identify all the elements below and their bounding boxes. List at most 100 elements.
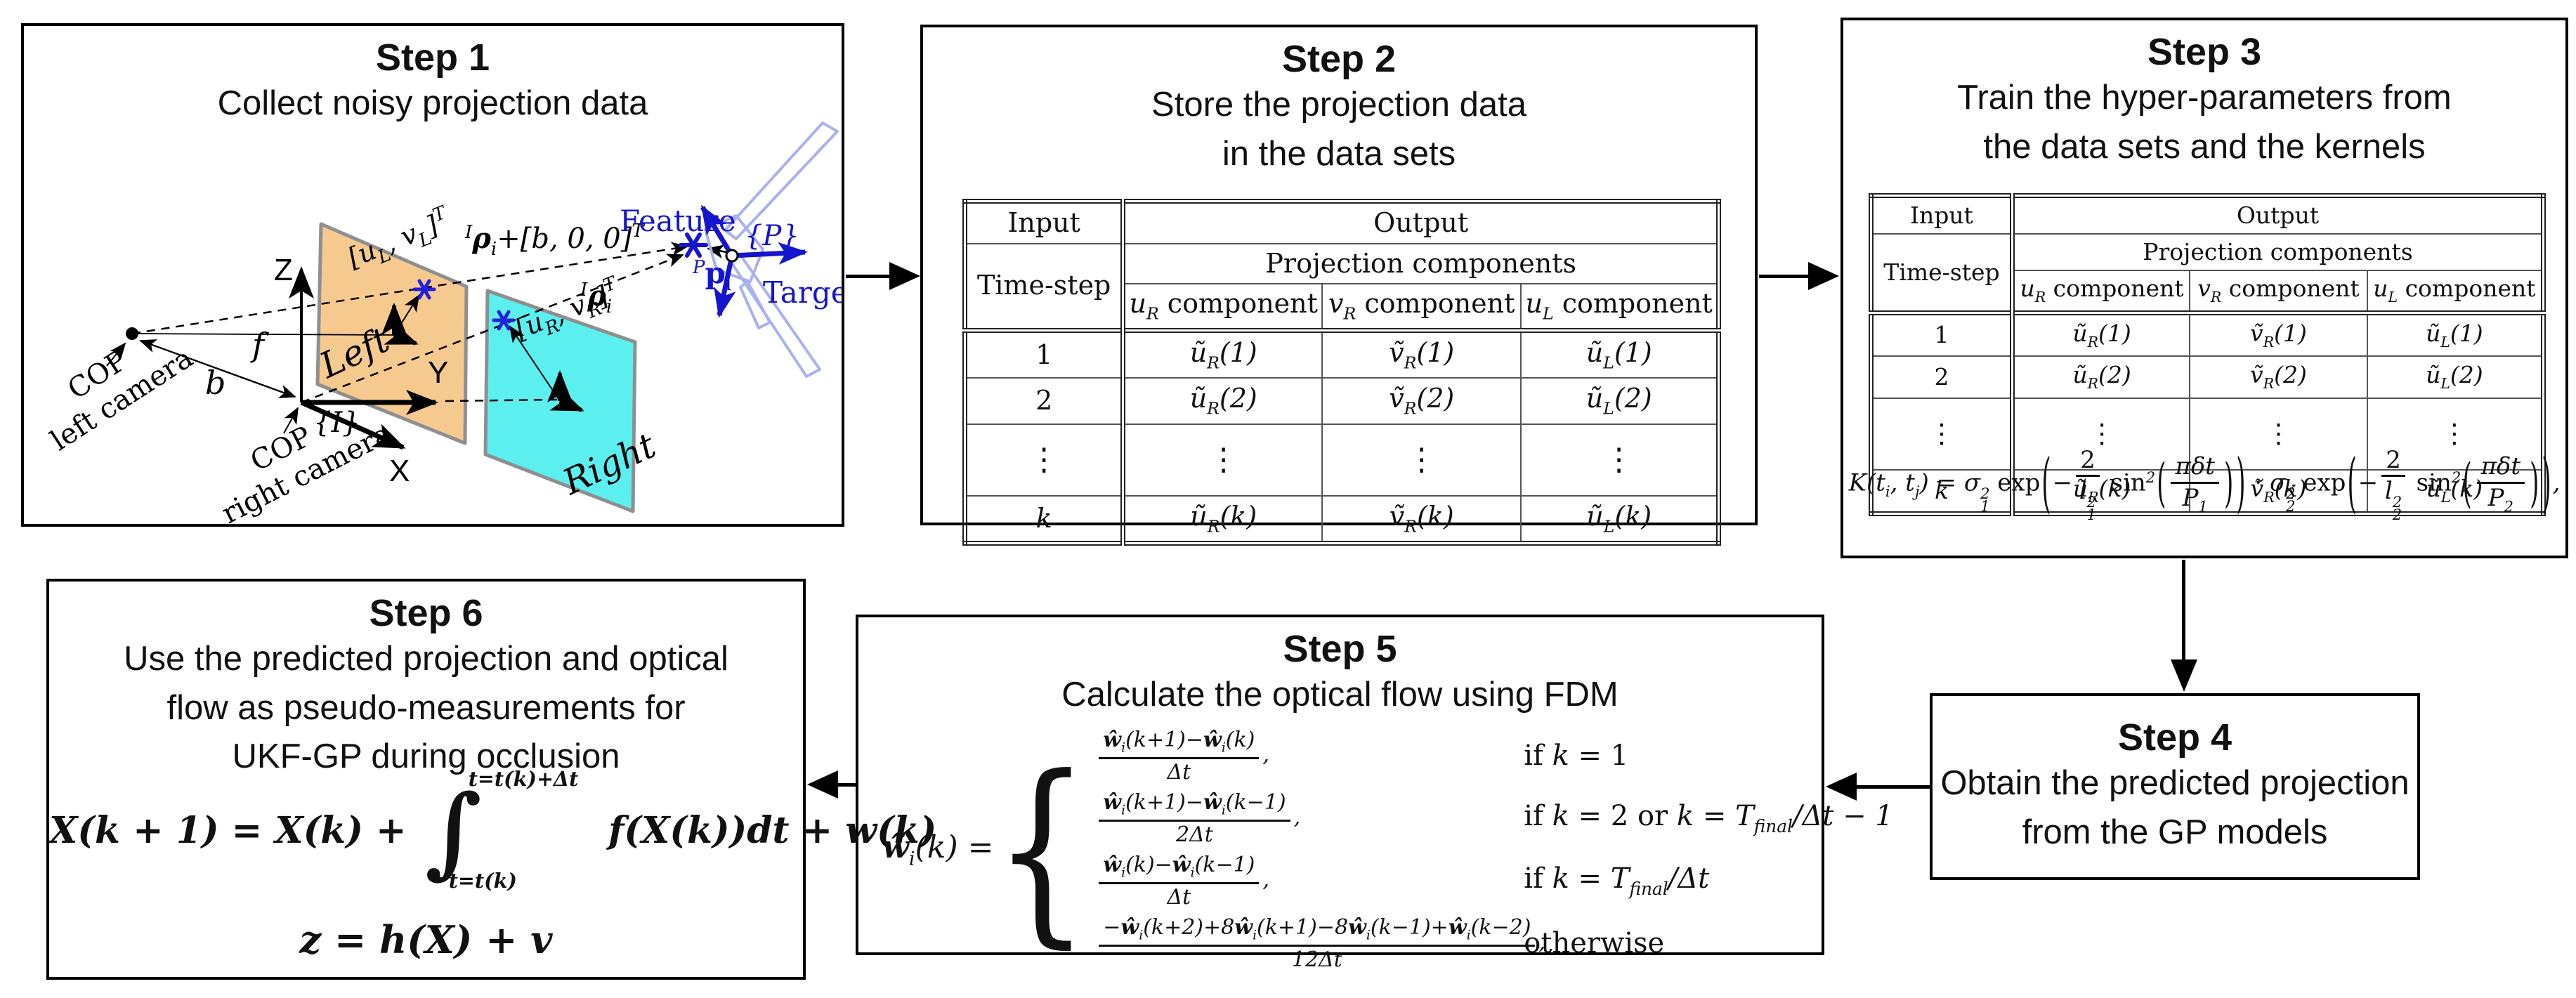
cop-left-camera-label: COP left camera bbox=[45, 342, 199, 457]
table-cell-timestep: k bbox=[1870, 468, 2015, 515]
table-header-component: vR component bbox=[2189, 269, 2368, 314]
table-header-component: vR component bbox=[1321, 283, 1522, 331]
step5-box: Step 5 Calculate the optical flow using … bbox=[856, 615, 1893, 971]
table-cell: ṽR(1) bbox=[1321, 327, 1522, 379]
table-cell: ũR(1) bbox=[1122, 327, 1323, 379]
step3-subtitle-line1: Train the hyper-parameters from bbox=[1957, 79, 2452, 117]
table-cell-timestep: 2 bbox=[964, 377, 1126, 425]
step2-subtitle-line1: Store the projection data bbox=[1151, 86, 1526, 124]
step1-subtitle: Collect noisy projection data bbox=[217, 84, 648, 122]
focal-line bbox=[131, 333, 395, 336]
table-cell: ũL(2) bbox=[1520, 377, 1720, 425]
table-cell: ũR(2) bbox=[2011, 355, 2191, 399]
target-frame-axes bbox=[700, 204, 808, 318]
table-cell-timestep: ⋮ bbox=[1870, 397, 2015, 471]
table-cell: ⋮ bbox=[2366, 397, 2544, 471]
table-header-output: Output bbox=[2011, 195, 2544, 235]
step3-box: Step 3 Train the hyper-parameters from t… bbox=[1841, 18, 2568, 558]
table-cell-timestep: ⋮ bbox=[964, 423, 1126, 497]
table-cell: ũL(1) bbox=[1520, 327, 1720, 379]
table-cell: ṽR(2) bbox=[1321, 377, 1522, 425]
table-cell: ⋮ bbox=[1520, 423, 1720, 497]
x-axis-label: X bbox=[389, 454, 410, 488]
baseline-arrow bbox=[139, 339, 296, 398]
table-cell: ũL(k) bbox=[1520, 494, 1720, 544]
cases-brace: { bbox=[993, 733, 1090, 966]
baseline-label: b bbox=[205, 364, 225, 402]
table-header-input: Input bbox=[964, 200, 1126, 244]
cop-right-camera-label: COP right camera bbox=[217, 418, 396, 524]
feature-vector-label: Ppi bbox=[692, 256, 731, 295]
target-aircraft-wireframe bbox=[704, 122, 839, 378]
optical-flow-equation: ŵ̇i(k) = {ŵi(k+1)−ŵi(k)Δt,if k = 1 ŵi(k+1… bbox=[882, 728, 1893, 971]
table-row: ⋮⋮⋮⋮ bbox=[964, 423, 1720, 497]
feature-label: Feature bbox=[620, 204, 736, 238]
table-header-timestep: Time-step bbox=[964, 242, 1126, 331]
step4-title: Step 4 bbox=[2117, 716, 2232, 759]
table-header-component: uR component bbox=[2011, 269, 2191, 314]
step4-subtitle-line1: Obtain the predicted projection bbox=[1940, 764, 2410, 802]
step6-subtitle-line1: Use the predicted projection and optical bbox=[124, 640, 728, 678]
table-cell: ⋮ bbox=[2189, 397, 2368, 471]
table-header-projection: Projection components bbox=[2011, 232, 2544, 271]
table-cell: ũL(2) bbox=[2366, 355, 2544, 399]
table-cell: ṽR(2) bbox=[2189, 355, 2368, 399]
stereo-camera-diagram: Z Y X {I} f b COP left camera COP right … bbox=[45, 122, 842, 524]
case-row: ŵi(k)−ŵi(k−1)Δt,if k = Tfinal/Δt bbox=[1095, 853, 1893, 909]
step3-subtitle-line2: the data sets and the kernels bbox=[1983, 127, 2426, 166]
step6-box: Step 6 Use the predicted projection and … bbox=[46, 579, 937, 980]
table-cell: ṽR(1) bbox=[2189, 310, 2368, 357]
case-row: ŵi(k+1)−ŵi(k)Δt,if k = 1 bbox=[1095, 728, 1893, 784]
inertial-frame-label: {I} bbox=[313, 407, 360, 439]
target-label: Target bbox=[763, 275, 842, 310]
target-frame-origin bbox=[725, 249, 739, 263]
step2-box: Step 2 Store the projection data in the … bbox=[920, 25, 1758, 546]
step2-title: Step 2 bbox=[1281, 38, 1397, 80]
table-cell-timestep: 2 bbox=[1870, 355, 2015, 399]
step4-box: Step 4 Obtain the predicted projection f… bbox=[1930, 693, 2420, 880]
table-cell-timestep: 1 bbox=[1870, 310, 2015, 357]
table-cell-timestep: k bbox=[964, 494, 1126, 544]
target-frame-label: {P} bbox=[745, 220, 799, 252]
focal-length-label: f bbox=[250, 326, 269, 364]
cop-right-pointer bbox=[283, 407, 299, 434]
table-cell: ⋮ bbox=[1122, 423, 1323, 497]
case-row: ŵi(k+1)−ŵi(k−1)2Δt,if k = 2 or k = Tfina… bbox=[1095, 791, 1893, 846]
table-header-component: uR component bbox=[1122, 283, 1323, 331]
table-cell: ũR(k) bbox=[1122, 494, 1323, 544]
right-projection-asterisk bbox=[492, 310, 516, 331]
table-row: ⋮⋮⋮⋮ bbox=[1870, 397, 2544, 471]
step6-title: Step 6 bbox=[369, 592, 483, 634]
case-row: −ŵi(k+2)+8ŵi(k+1)−8ŵi(k−1)+ŵi(k−2)12Δt,o… bbox=[1095, 916, 1893, 971]
step6-subtitle-line2: flow as pseudo-measurements for bbox=[166, 688, 686, 727]
measurement-equation: z = h(X) + v bbox=[299, 917, 553, 962]
table-cell: ũL(1) bbox=[2366, 310, 2544, 357]
table-cell: ũR(1) bbox=[2011, 310, 2191, 357]
left-ray-label: Iρi+[b, 0, 0]T bbox=[464, 221, 645, 260]
table-header-input: Input bbox=[1870, 195, 2015, 235]
left-plane-frame bbox=[381, 294, 420, 346]
table-cell: ũR(k) bbox=[2011, 468, 2191, 515]
step1-box: Z Y X {I} f b COP left camera COP right … bbox=[21, 23, 844, 527]
optical-flow-lhs: ŵ̇i(k) = bbox=[882, 829, 994, 870]
step2-subtitle-line2: in the data sets bbox=[1222, 134, 1456, 173]
table-header-component: uL component bbox=[1520, 283, 1720, 331]
table-cell: ṽR(k) bbox=[1321, 494, 1522, 544]
step5-title: Step 5 bbox=[1283, 628, 1397, 670]
feature-asterisk bbox=[679, 232, 708, 258]
table-cell: ũR(2) bbox=[1122, 377, 1323, 425]
table-cell: ṽR(k) bbox=[2189, 468, 2368, 515]
table-cell: ⋮ bbox=[2011, 397, 2191, 471]
y-axis-label: Y bbox=[428, 355, 448, 390]
